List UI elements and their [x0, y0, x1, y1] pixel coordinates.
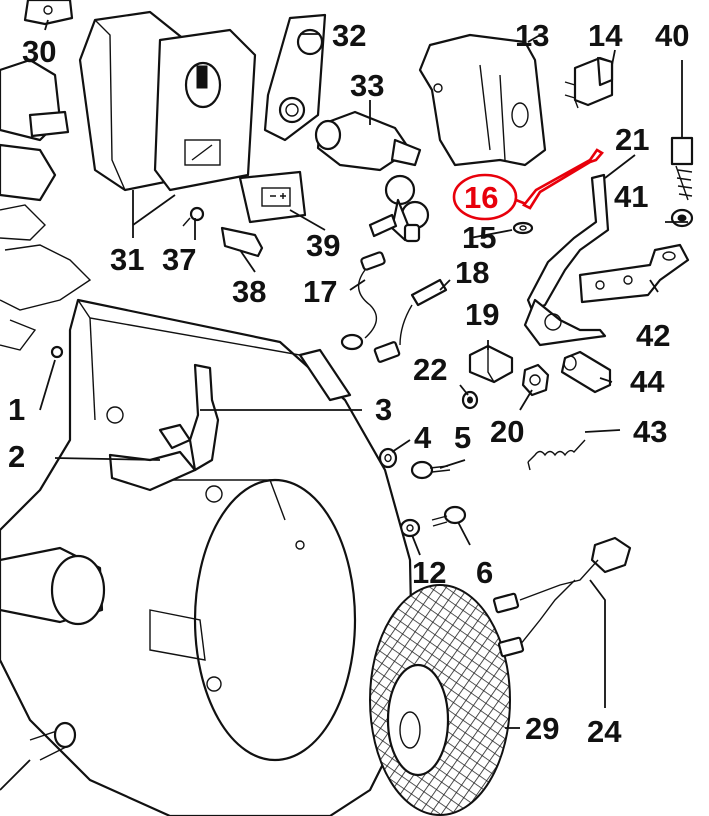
ignition-switch-33 [314, 110, 430, 243]
callout-12: 12 [412, 555, 446, 590]
callout-38: 38 [232, 274, 266, 309]
callout-43: 43 [633, 414, 667, 449]
screw-37 [182, 206, 205, 227]
spring-43 [527, 439, 586, 471]
cover-13 [418, 33, 547, 167]
callout-33: 33 [350, 68, 384, 103]
washer-12 [399, 518, 421, 538]
callout-1: 1 [8, 392, 25, 427]
nut-41 [670, 208, 694, 228]
bracket-30 [23, 0, 74, 26]
callout-20: 20 [490, 414, 524, 449]
indicator-39 [238, 170, 307, 224]
wire-18 [373, 278, 448, 363]
washer-15 [512, 221, 534, 235]
callout-21: 21 [615, 122, 649, 157]
callout-2: 2 [8, 439, 25, 474]
callout-37: 37 [162, 242, 196, 277]
shroud-31 [78, 10, 257, 192]
callout-22: 22 [413, 352, 447, 387]
callout-39: 39 [306, 228, 340, 263]
bolt-19 [468, 344, 514, 384]
callout-19: 19 [465, 297, 499, 332]
bushing-44 [560, 350, 612, 394]
callout-32: 32 [332, 18, 366, 53]
bolt-40 [670, 136, 694, 201]
lever-rod-16 [521, 148, 604, 210]
callout-44: 44 [630, 364, 665, 399]
flywheel-29 [369, 584, 511, 816]
callout-42: 42 [636, 318, 670, 353]
callout-6: 6 [476, 555, 493, 590]
callout-14: 14 [588, 18, 623, 53]
screw-6 [431, 505, 467, 527]
callout-16: 16 [464, 180, 498, 215]
callout-17: 17 [303, 274, 337, 309]
callout-4: 4 [414, 420, 432, 455]
switch-14 [564, 56, 614, 109]
callout-5: 5 [454, 420, 471, 455]
callout-3: 3 [375, 392, 392, 427]
wire-17 [340, 251, 386, 351]
highlighted-callout-16: 16 [452, 173, 527, 221]
callout-31: 31 [110, 242, 144, 277]
callout-29: 29 [525, 711, 559, 746]
callouts: 30 31 32 33 13 14 40 21 41 15 37 39 38 1… [8, 18, 689, 749]
connector-38 [220, 226, 264, 258]
washer-22 [461, 390, 479, 410]
washer-4 [378, 447, 398, 469]
callout-16-circle [452, 173, 518, 221]
coil-wire-24 [492, 536, 632, 658]
lever-21 [523, 173, 610, 347]
callout-15: 15 [462, 220, 496, 255]
callout-24: 24 [587, 714, 622, 749]
callout-13: 13 [515, 18, 549, 53]
bracket-42 [578, 243, 690, 304]
screw-5 [410, 460, 451, 480]
callout-40: 40 [655, 18, 689, 53]
callout-41: 41 [614, 179, 648, 214]
callout-18: 18 [455, 255, 489, 290]
leader-lines [0, 19, 688, 791]
nut-20 [521, 363, 550, 397]
blower-housing [0, 298, 414, 816]
partial-assembly-left [0, 58, 92, 351]
callout-30: 30 [22, 34, 56, 69]
plate-32 [263, 13, 327, 142]
callout-16-leader [515, 198, 527, 206]
